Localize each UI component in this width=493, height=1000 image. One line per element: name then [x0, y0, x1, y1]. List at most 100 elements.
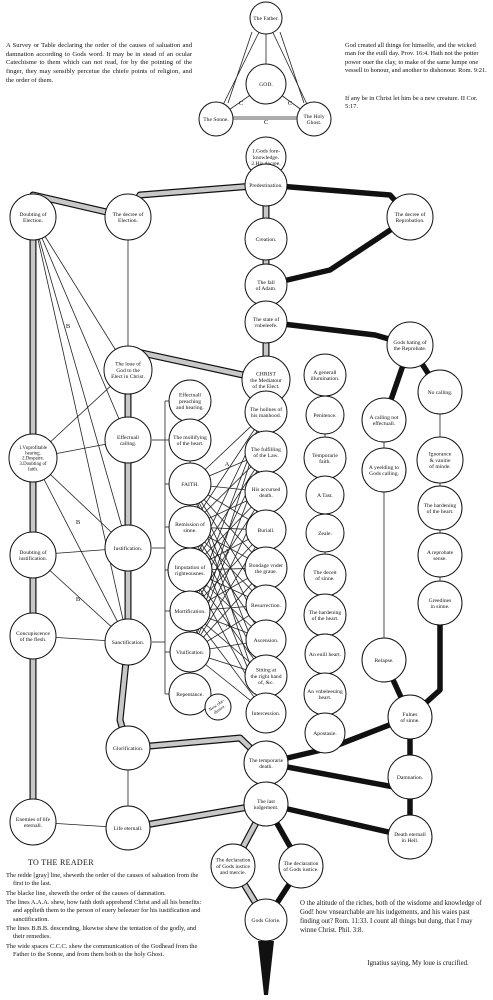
thin-connector — [32, 216, 129, 441]
node-label-line: God to the — [116, 368, 140, 374]
spike-pointer — [258, 941, 274, 995]
node-label-line: The loue of — [115, 361, 141, 368]
node-label-line: Effectuall — [179, 392, 201, 399]
final-quote: O the altitude of the riches, both of th… — [300, 900, 482, 934]
node-label-line: Death eternall — [394, 832, 426, 838]
node-label-line: of the heart. — [177, 440, 204, 447]
node-circle — [210, 843, 256, 889]
node-label-line: his manhood. — [251, 413, 282, 419]
node-label-line: the Mediatour — [250, 378, 282, 384]
node-buriall: Buriall. — [245, 509, 287, 551]
node-label: Sanctification. — [112, 639, 145, 646]
node-label-line: Ghost. — [307, 120, 322, 126]
reader-title: TO THE READER — [28, 858, 94, 867]
node-circle — [416, 436, 464, 484]
thin-connector — [227, 31, 253, 104]
node-label-line: Greedines — [429, 598, 452, 604]
node-circle — [168, 418, 212, 462]
damnation-line-segment — [265, 214, 412, 288]
node-label-line: Gods calling. — [369, 471, 399, 477]
node-faith: FAITH. — [168, 462, 212, 506]
node-label: Creation. — [256, 237, 277, 243]
node-circle — [9, 193, 57, 241]
node-father: The Father. — [249, 1, 283, 35]
letter-label-a: A — [225, 548, 230, 555]
node-label-line: of the Law. — [253, 452, 279, 459]
node-label-line: sense. — [433, 556, 447, 562]
node-label-line: of minde. — [429, 463, 451, 470]
node-label: Buriall. — [258, 528, 276, 534]
node-penitence: Penitence. — [305, 395, 345, 435]
node-label: A Tast. — [317, 493, 333, 499]
node-circle — [243, 781, 289, 827]
node-circle — [361, 637, 407, 683]
node-label-line: Penitence. — [313, 413, 337, 419]
node-label-line: Fulnes — [403, 712, 418, 718]
node-label-line: faith. — [319, 458, 331, 465]
node-label-line: 1.Gods fore- — [252, 148, 280, 155]
node-circle — [9, 531, 57, 579]
reader-notes: The redde [gray] line, sheweth the order… — [6, 872, 206, 960]
node-label-line: Sanctification. — [112, 639, 145, 646]
letter-label-c: C — [288, 100, 292, 107]
node-label-line: GOD. — [259, 82, 273, 88]
node-circle — [305, 395, 345, 435]
node-label-line: The mollifying — [173, 434, 207, 441]
node-label-line: eternall. — [24, 823, 43, 829]
node-label-line: Apostasie. — [313, 731, 337, 737]
reader-note: The blacke line, sheweth the order of th… — [6, 889, 166, 897]
thin-connector — [279, 31, 305, 104]
node-label-line: An vnbeleeuing — [307, 689, 343, 695]
node-circle — [104, 416, 152, 464]
node-circle — [9, 612, 57, 660]
node-label: Glorification. — [113, 745, 144, 752]
node-label-line: CHRIST — [256, 372, 276, 378]
node-label-line: Intercession. — [252, 711, 281, 717]
node-label-line: Elect in Christ. — [111, 374, 145, 380]
thin-connector — [32, 216, 129, 371]
node-label-line: Buriall. — [258, 528, 276, 534]
node-label-line: and hearing. — [176, 405, 204, 411]
node-label-line: 3.Doubting of — [20, 462, 47, 467]
node-label: The Sonne. — [203, 117, 229, 123]
node-label-line: 2.Despaire. — [22, 457, 44, 462]
node-label: Zeale. — [318, 531, 332, 537]
node-label: Penitence. — [313, 413, 337, 419]
node-label-line: The hardening — [424, 503, 457, 509]
node-no-calling: No calling. — [417, 369, 463, 415]
node-label: FAITH. — [181, 482, 199, 488]
node-label-line: The state of — [253, 316, 280, 323]
node-circle — [417, 485, 463, 531]
node-circle — [387, 694, 433, 740]
thin-connector — [189, 529, 267, 653]
node-label-line: Viuification. — [176, 649, 205, 656]
node-ascension: Ascension. — [245, 619, 287, 661]
letter-label-c: C — [264, 119, 268, 126]
node-predestination: Predestination. — [244, 163, 288, 207]
node-label: Apostasie. — [313, 731, 337, 737]
node-label: Predestination. — [249, 183, 283, 189]
